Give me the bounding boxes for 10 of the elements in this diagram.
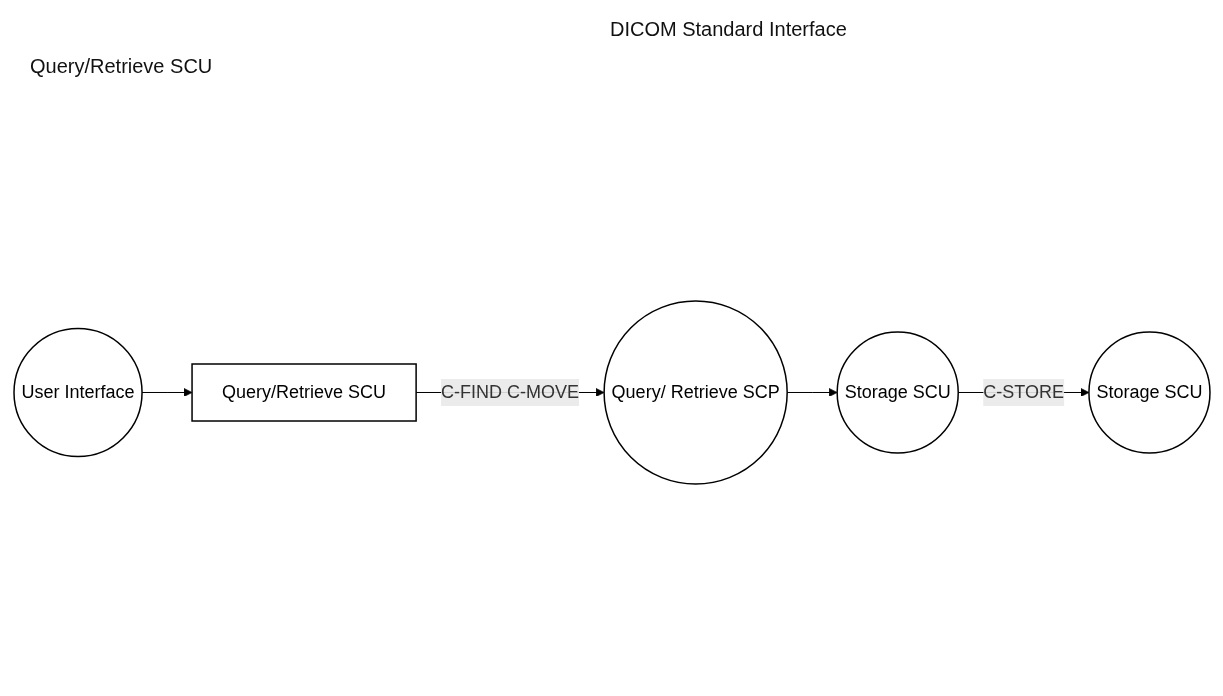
interface-label: DICOM Standard Interface bbox=[610, 18, 847, 41]
node-box: Query/Retrieve SCU bbox=[190, 363, 417, 422]
edge-label: C-STORE bbox=[982, 382, 1064, 402]
node-circle: Storage SCU bbox=[1087, 331, 1211, 454]
arrow bbox=[141, 388, 192, 397]
node-circle: Query/ Retrieve SCP bbox=[602, 300, 788, 485]
edge-label: C-FIND C-MOVE bbox=[440, 382, 579, 402]
side-label: Query/Retrieve SCU bbox=[30, 55, 213, 78]
node-circle: User Interface bbox=[12, 327, 143, 458]
node-circle: Storage SCU bbox=[835, 331, 959, 454]
